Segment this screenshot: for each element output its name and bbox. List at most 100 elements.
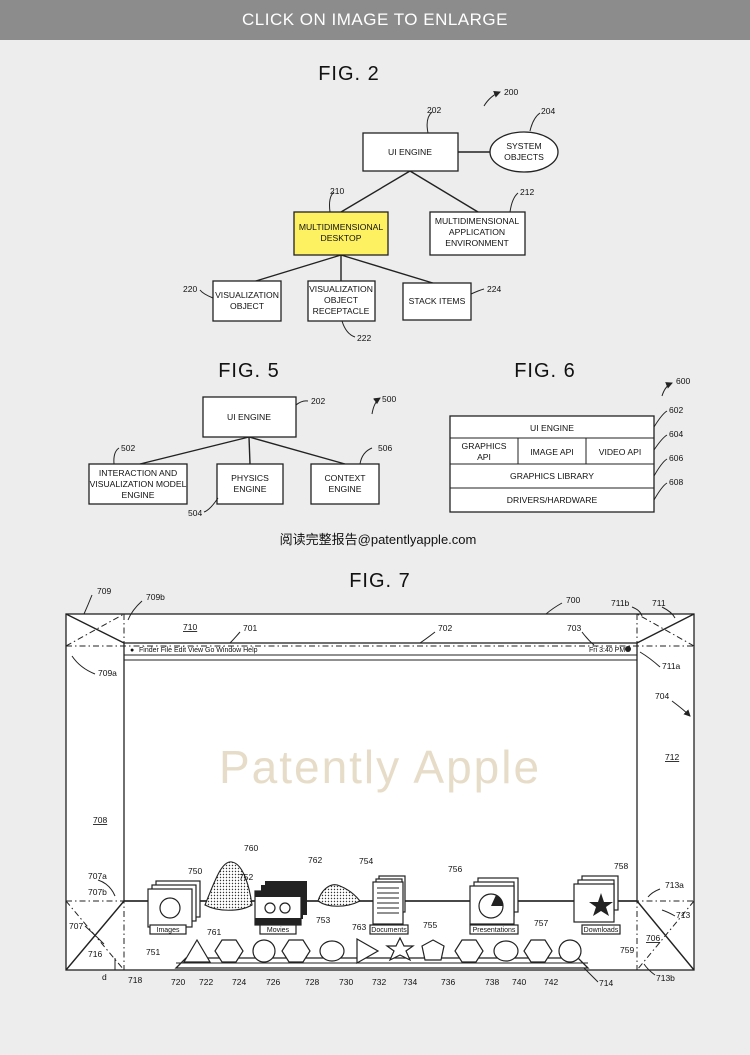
stack-items-box — [402, 282, 472, 321]
ref-709: 709 — [97, 586, 111, 596]
video-api: VIDEO API — [599, 447, 642, 457]
interaction-line3: ENGINE — [122, 490, 155, 500]
ref-706: 706 — [646, 933, 660, 943]
ref-707: 707 — [69, 921, 83, 931]
ref-753: 753 — [316, 915, 330, 925]
fig5-ui-engine-box — [202, 396, 297, 438]
ref-755: 755 — [423, 920, 437, 930]
ref-714: 714 — [599, 978, 613, 988]
fig5-ref-202: 202 — [311, 396, 325, 406]
fig7: FIG. 7 ● Finder File Edit View Go Window… — [65, 570, 695, 988]
multidimensional-desktop-box — [293, 211, 389, 256]
ref-604: 604 — [669, 429, 683, 439]
ref-703: 703 — [567, 623, 581, 633]
ref-602: 602 — [669, 405, 683, 415]
menubar-clock: Fri 3:40 PM — [589, 647, 625, 654]
ref-711: 711 — [652, 598, 666, 608]
fig7-title: FIG. 7 — [349, 570, 411, 592]
receptacle-line3: RECEPTACLE — [313, 306, 370, 316]
stack-760-preview — [204, 861, 253, 911]
ref-708: 708 — [93, 815, 107, 825]
ref-762: 762 — [308, 855, 322, 865]
dock-icon-732 — [385, 936, 415, 962]
ref-d: d — [102, 972, 107, 982]
vis-object-line2: OBJECT — [230, 301, 265, 311]
receptacle-line2: OBJECT — [324, 295, 359, 305]
app-env-line1: MULTIDIMENSIONAL — [435, 216, 520, 226]
dock-icon-720 — [182, 938, 212, 963]
ref-220: 220 — [183, 284, 197, 294]
stack-items-label: STACK ITEMS — [409, 296, 466, 306]
stack-downloads[interactable]: Downloads — [573, 875, 621, 935]
fig6-title: FIG. 6 — [514, 360, 576, 382]
ref-204: 204 — [541, 106, 555, 116]
ref-740: 740 — [512, 977, 526, 987]
stack-label-movies: Movies — [267, 927, 290, 934]
ref-711a: 711a — [662, 661, 681, 671]
ref-200: 200 — [504, 87, 518, 97]
visualization-object-box — [212, 280, 282, 322]
stack-presentations[interactable]: Presentations — [469, 877, 519, 935]
ref-506: 506 — [378, 443, 392, 453]
desktop-line2: DESKTOP — [321, 233, 362, 243]
graphics-api-line1: GRAPHICS — [462, 441, 507, 451]
ref-722: 722 — [199, 977, 213, 987]
ref-730: 730 — [339, 977, 353, 987]
fig2: FIG. 2 200 UI ENGINE 202 SYSTEM OBJECTS … — [183, 63, 559, 343]
ref-720: 720 — [171, 977, 185, 987]
enlarge-banner[interactable]: CLICK ON IMAGE TO ENLARGE — [0, 0, 750, 40]
fig6: FIG. 6 600 UI ENGINE GRAPHICS API IMAGE … — [449, 360, 690, 513]
ref-606: 606 — [669, 453, 683, 463]
ref-600: 600 — [676, 376, 690, 386]
watermark: Patently Apple — [219, 741, 541, 793]
apple-icon: ● — [130, 647, 134, 654]
ref-224: 224 — [487, 284, 501, 294]
physics-line1: PHYSICS — [231, 473, 269, 483]
stack-label-downloads: Downloads — [584, 927, 619, 934]
fig6-ui-engine: UI ENGINE — [530, 423, 574, 433]
ref-758: 758 — [614, 861, 628, 871]
ui-engine-label: UI ENGINE — [388, 147, 432, 157]
ref-707b: 707b — [88, 887, 107, 897]
ref-502: 502 — [121, 443, 135, 453]
system-objects-ellipse — [489, 131, 559, 173]
dock-icon-734 — [421, 939, 445, 961]
dock-icon-742 — [558, 939, 582, 963]
vis-object-line1: VISUALIZATION — [215, 290, 279, 300]
ref-212: 212 — [520, 187, 534, 197]
stack-label-documents: Documents — [371, 927, 407, 934]
dock-icon-724 — [252, 939, 276, 963]
downloads-star-icon — [589, 893, 613, 916]
stack-label-images: Images — [157, 927, 180, 934]
system-objects-line1: SYSTEM — [506, 141, 541, 151]
stack-documents[interactable]: Documents — [369, 875, 409, 935]
ref-734: 734 — [403, 977, 417, 987]
stack-movies[interactable]: Movies — [254, 881, 307, 935]
app-env-line2: APPLICATION — [449, 227, 505, 237]
dock-icon-730 — [356, 937, 380, 965]
ref-756: 756 — [448, 864, 462, 874]
ref-504: 504 — [188, 508, 202, 518]
ref-742: 742 — [544, 977, 558, 987]
ref-707a: 707a — [88, 871, 107, 881]
ref-202: 202 — [427, 105, 441, 115]
receptacle-line1: VISUALIZATION — [309, 284, 373, 294]
dock-icon-738 — [493, 940, 519, 962]
menubar-text: Finder File Edit View Go Window Help — [139, 647, 258, 654]
physics-engine-box — [216, 463, 284, 505]
dock-icon-740 — [523, 939, 553, 963]
ref-500: 500 — [382, 394, 396, 404]
ref-757: 757 — [534, 918, 548, 928]
ref-222: 222 — [357, 333, 371, 343]
stack-images[interactable]: Images — [147, 880, 201, 935]
ref-713a: 713a — [665, 880, 684, 890]
ui-engine-box — [362, 132, 459, 172]
ref-210: 210 — [330, 186, 344, 196]
graphics-library: GRAPHICS LIBRARY — [510, 471, 594, 481]
image-api: IMAGE API — [530, 447, 573, 457]
ref-763: 763 — [352, 922, 366, 932]
ref-700: 700 — [566, 595, 580, 605]
dock-icon-736 — [454, 939, 484, 963]
ref-713b: 713b — [656, 973, 675, 983]
ref-759: 759 — [620, 945, 634, 955]
